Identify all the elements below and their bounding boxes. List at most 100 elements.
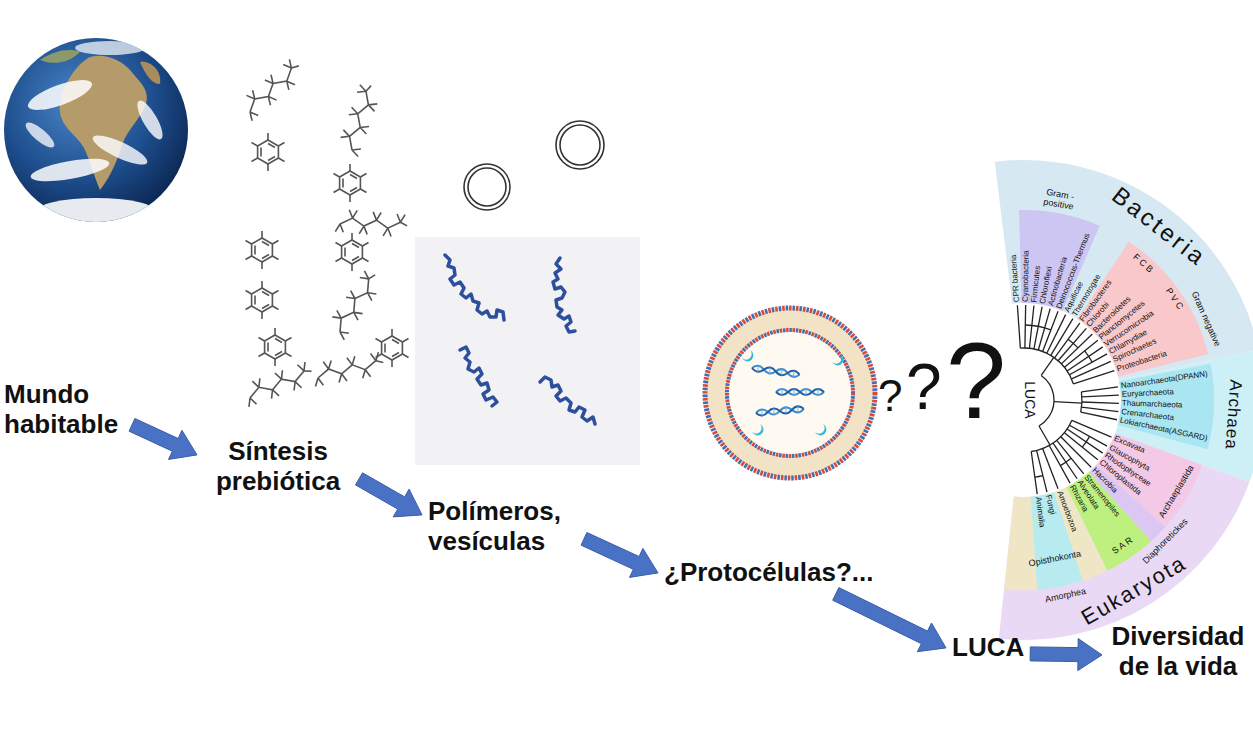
lipid-heads bbox=[705, 308, 875, 478]
branch bbox=[1039, 426, 1050, 445]
branch bbox=[1054, 402, 1082, 403]
leaf-branch bbox=[1073, 371, 1114, 384]
group-label: Opisthokonta bbox=[1028, 550, 1082, 569]
block-arrow bbox=[356, 473, 423, 517]
group-label: S A R bbox=[1111, 536, 1135, 556]
leaf-branch bbox=[1029, 306, 1033, 349]
group-label: Amorphea bbox=[1044, 587, 1086, 604]
lipid-heads bbox=[727, 330, 853, 456]
leaf-branch bbox=[1049, 445, 1070, 483]
leaf-branch bbox=[1038, 309, 1050, 350]
question-mark: ? bbox=[878, 372, 902, 420]
benzene-ring bbox=[259, 328, 292, 366]
step-label: Polímeros, vesículas bbox=[428, 497, 578, 557]
polymer-panel bbox=[415, 237, 640, 465]
block-arrow bbox=[581, 533, 658, 578]
polymer-chain bbox=[540, 377, 595, 424]
taxon-label: Animalia bbox=[1034, 496, 1046, 528]
leaf-branch bbox=[1081, 387, 1118, 392]
earth bbox=[4, 38, 188, 226]
flow-step: Síntesis prebiótica bbox=[203, 437, 353, 497]
step-label: LUCA bbox=[952, 633, 1024, 663]
polymer-chain bbox=[553, 258, 575, 332]
carbon-chain bbox=[241, 361, 316, 407]
benzene-ring bbox=[336, 233, 369, 271]
rna-fragment bbox=[752, 424, 763, 435]
flow-step: Diversidad de la vida bbox=[1108, 622, 1248, 682]
domain-label: Archaea bbox=[1223, 379, 1245, 450]
rna-fragment bbox=[742, 350, 753, 361]
earth-surface bbox=[22, 41, 167, 226]
branch bbox=[1041, 357, 1054, 375]
benzene-ring bbox=[246, 231, 279, 269]
leaf-branch bbox=[1037, 450, 1047, 492]
flow-step: Polímeros, vesículas bbox=[428, 497, 578, 557]
group-label: Gram negative bbox=[1190, 290, 1222, 348]
taxon-label: Thaumarchaeota bbox=[1122, 399, 1183, 409]
leaf-branch bbox=[1081, 412, 1117, 420]
vesicle-outer bbox=[556, 121, 604, 169]
polymer-chain bbox=[460, 347, 497, 406]
earth-cloud bbox=[133, 97, 167, 142]
earth-continent bbox=[40, 50, 80, 63]
benzene-ring bbox=[376, 329, 409, 367]
polymer-chain bbox=[445, 255, 504, 320]
benzene-ring bbox=[334, 164, 367, 202]
carbon-chain bbox=[337, 82, 383, 157]
taxon-label: Nanoarchaeota(DPANN) bbox=[1120, 370, 1208, 390]
taxon-label: Fungi bbox=[1044, 494, 1057, 515]
question-mark: ? bbox=[946, 322, 1006, 441]
carbon-chain bbox=[311, 352, 385, 387]
membrane-body bbox=[704, 307, 876, 479]
gram-negative-sector bbox=[825, 201, 1223, 599]
group-label: P V C bbox=[1164, 287, 1185, 311]
earth-ocean bbox=[4, 38, 188, 222]
block-arrow bbox=[1030, 639, 1102, 671]
vesicle-outer bbox=[464, 164, 510, 210]
dna-helix bbox=[776, 389, 824, 395]
hacrobia-sector bbox=[821, 197, 1226, 602]
vesicle-inner bbox=[468, 168, 506, 206]
step-label: Mundo habitable bbox=[4, 380, 126, 440]
sar-sector bbox=[821, 197, 1226, 602]
flow-step: ¿Protocélulas?... bbox=[664, 558, 874, 588]
dna-helix bbox=[752, 365, 800, 378]
earth-continent bbox=[140, 62, 160, 84]
earth-cloud bbox=[36, 198, 156, 226]
group-label: LUCA bbox=[1023, 381, 1037, 418]
tree-branches bbox=[914, 290, 1133, 509]
rna-fragment bbox=[832, 354, 843, 365]
benzene-ring bbox=[252, 133, 285, 171]
block-arrow bbox=[129, 419, 197, 460]
vesicle-inner bbox=[560, 125, 600, 165]
group-label: Gram -positive bbox=[1036, 187, 1083, 214]
protocell-lumen bbox=[728, 331, 852, 455]
domain-label: Eukaryota bbox=[1078, 552, 1190, 630]
question-mark: ? bbox=[906, 352, 942, 422]
polymer-chains bbox=[445, 255, 595, 424]
taxon-label: CPR bacteria bbox=[1010, 254, 1021, 302]
clade-arc bbox=[929, 305, 1118, 494]
taxon-label: Cyanobacteria bbox=[1022, 250, 1031, 302]
lipid-heads bbox=[705, 308, 875, 478]
earth-cloud bbox=[75, 41, 145, 55]
leaf-branch bbox=[1024, 305, 1026, 348]
vesicles bbox=[464, 121, 604, 210]
benzene-ring bbox=[246, 281, 279, 319]
rna-fragment bbox=[815, 424, 826, 435]
step-label: Síntesis prebiótica bbox=[203, 437, 353, 497]
prebiotic-molecules bbox=[237, 57, 408, 406]
protocell bbox=[704, 307, 876, 479]
carbon-chain bbox=[335, 209, 408, 238]
block-arrow bbox=[833, 588, 946, 652]
earth-cloud bbox=[29, 154, 111, 186]
leaf-branch bbox=[1031, 451, 1037, 494]
leaf-branch bbox=[1017, 305, 1020, 348]
carbon-chain bbox=[325, 269, 385, 340]
earth-cloud bbox=[22, 119, 57, 151]
clade-arc bbox=[914, 290, 1133, 509]
flow-step: Mundo habitable bbox=[4, 380, 126, 440]
